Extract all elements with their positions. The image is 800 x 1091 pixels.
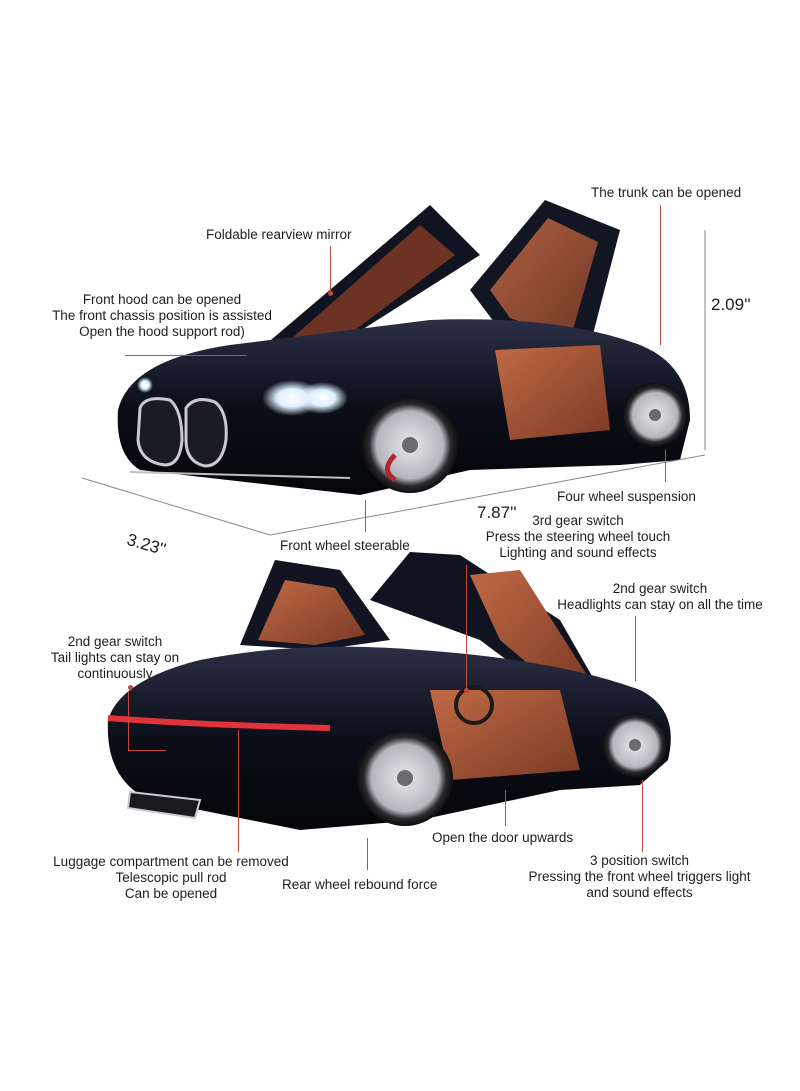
- pointer-dot: [328, 291, 333, 296]
- label-mirror: Foldable rearview mirror: [206, 227, 352, 242]
- label-steerable: Front wheel steerable: [280, 538, 410, 553]
- pointer-steerable: [365, 500, 366, 532]
- label-switch3: 3 position switch Pressing the front whe…: [528, 853, 751, 900]
- dimension-length: 7.87'': [477, 503, 517, 522]
- pointer-switch3: [642, 780, 643, 852]
- label-trunk: The trunk can be opened: [591, 185, 742, 200]
- label-door: Open the door upwards: [432, 830, 574, 845]
- pointer-hood: [125, 355, 247, 356]
- pointer-door: [505, 790, 506, 826]
- pointer-suspension: [665, 450, 666, 482]
- pointer-luggage: [238, 730, 239, 852]
- label-gear3: 3rd gear switch Press the steering wheel…: [485, 513, 671, 560]
- pointer-gear2-tail-v: [128, 692, 129, 750]
- label-gear2-tail: 2nd gear switch Tail lights can stay on …: [50, 634, 180, 681]
- label-suspension: Four wheel suspension: [557, 489, 696, 504]
- pointer-gear2-head: [635, 616, 636, 681]
- pointer-mirror: [330, 246, 331, 294]
- pointer-rebound: [367, 838, 368, 870]
- pointer-dot: [128, 685, 133, 690]
- dimension-lines: [81, 230, 706, 536]
- bottom-car: [107, 552, 671, 830]
- pointer-gear2-tail-h: [128, 750, 166, 751]
- top-car: [117, 200, 690, 495]
- label-gear2-head: 2nd gear switch Headlights can stay on a…: [557, 581, 763, 612]
- dimension-height: 2.09'': [711, 295, 751, 314]
- pointer-gear3: [466, 565, 467, 690]
- pointer-dot: [464, 688, 469, 693]
- label-luggage: Luggage compartment can be removed Teles…: [53, 854, 289, 901]
- pointer-trunk: [660, 205, 661, 345]
- label-rebound: Rear wheel rebound force: [282, 877, 438, 892]
- label-hood: Front hood can be opened The front chass…: [52, 292, 272, 339]
